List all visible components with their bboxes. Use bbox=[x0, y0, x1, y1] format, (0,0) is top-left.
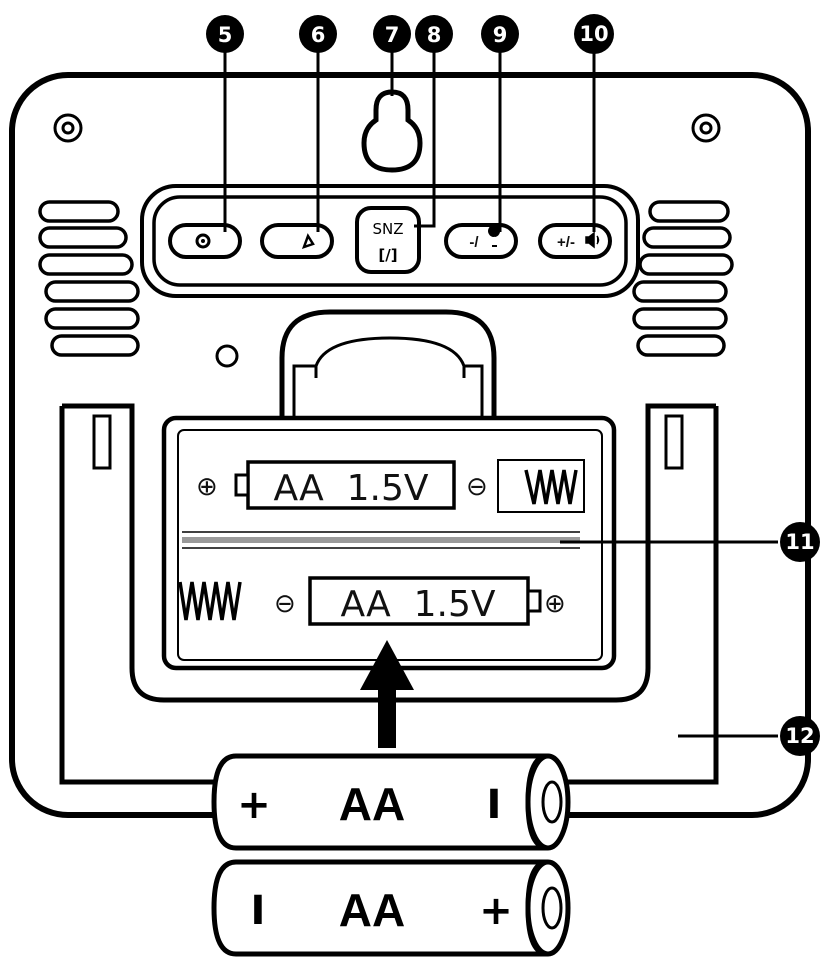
callout-10: 10 bbox=[574, 14, 614, 54]
leader-lines bbox=[223, 52, 778, 738]
top-spring-icon bbox=[524, 469, 578, 505]
callout-11: 11 bbox=[780, 522, 820, 562]
plus-button[interactable]: +/- bbox=[538, 223, 612, 259]
callout-11-number: 11 bbox=[785, 530, 814, 554]
vent-slots-right bbox=[632, 200, 734, 357]
bottom-cell-minus-symbol: ⊖ bbox=[274, 589, 296, 619]
light-button[interactable] bbox=[260, 223, 334, 259]
callout-6-number: 6 bbox=[311, 23, 326, 47]
stand-right-latch bbox=[664, 414, 684, 470]
alarm-icon bbox=[195, 233, 211, 249]
top-cell-minus-symbol: ⊖ bbox=[466, 472, 488, 502]
snooze-button-label: SNZ bbox=[372, 220, 403, 238]
callout-5: 5 bbox=[206, 15, 244, 53]
top-cell-label: AA 1.5V bbox=[273, 468, 428, 509]
bottom-cell-plus-symbol: ⊕ bbox=[544, 589, 566, 619]
callout-12: 12 bbox=[780, 716, 820, 756]
bulb-icon bbox=[488, 225, 501, 247]
callout-5-number: 5 bbox=[218, 23, 233, 47]
compartment-door-tab-inner bbox=[292, 336, 484, 416]
battery-top-right-sign: I bbox=[487, 782, 502, 828]
reset-hole bbox=[215, 344, 239, 368]
callout-8: 8 bbox=[415, 15, 453, 53]
callout-9: 9 bbox=[481, 15, 519, 53]
callout-10-number: 10 bbox=[579, 22, 608, 46]
callout-7: 7 bbox=[373, 15, 411, 53]
screw-hole-right bbox=[691, 113, 721, 143]
stand-left-latch bbox=[92, 414, 112, 470]
snooze-button[interactable]: SNZ [/] bbox=[355, 206, 421, 274]
battery-top bbox=[211, 753, 571, 851]
battery-top-label: AA bbox=[339, 778, 405, 830]
callout-9-number: 9 bbox=[493, 23, 508, 47]
top-cell-outline bbox=[234, 460, 456, 510]
minus-button[interactable]: -/ bbox=[444, 223, 518, 259]
vent-slots-left bbox=[38, 200, 140, 357]
callout-8-number: 8 bbox=[427, 23, 442, 47]
battery-top-left-sign: + bbox=[237, 782, 271, 828]
bottom-cell-outline bbox=[308, 576, 542, 626]
battery-bottom-right-sign: + bbox=[479, 888, 513, 934]
callout-7-number: 7 bbox=[385, 23, 400, 47]
bell-icon bbox=[301, 233, 315, 250]
battery-bottom bbox=[211, 859, 571, 957]
screw-hole-left bbox=[53, 113, 83, 143]
callout-6: 6 bbox=[299, 15, 337, 53]
speaker-icon bbox=[585, 231, 600, 249]
plus-button-label: +/- bbox=[557, 234, 575, 251]
battery-bottom-left-sign: I bbox=[251, 888, 266, 934]
top-cell-plus-symbol: ⊕ bbox=[196, 472, 218, 502]
insertion-arrow-icon bbox=[360, 640, 414, 748]
bottom-cell-label: AA 1.5V bbox=[340, 584, 495, 625]
minus-button-label: -/ bbox=[469, 234, 479, 251]
battery-bottom-label: AA bbox=[339, 884, 405, 936]
alarm-button[interactable] bbox=[168, 223, 242, 259]
bottom-spring-icon bbox=[178, 581, 242, 621]
callout-12-number: 12 bbox=[785, 724, 814, 748]
snooze-button-sublabel: [/] bbox=[378, 246, 397, 264]
